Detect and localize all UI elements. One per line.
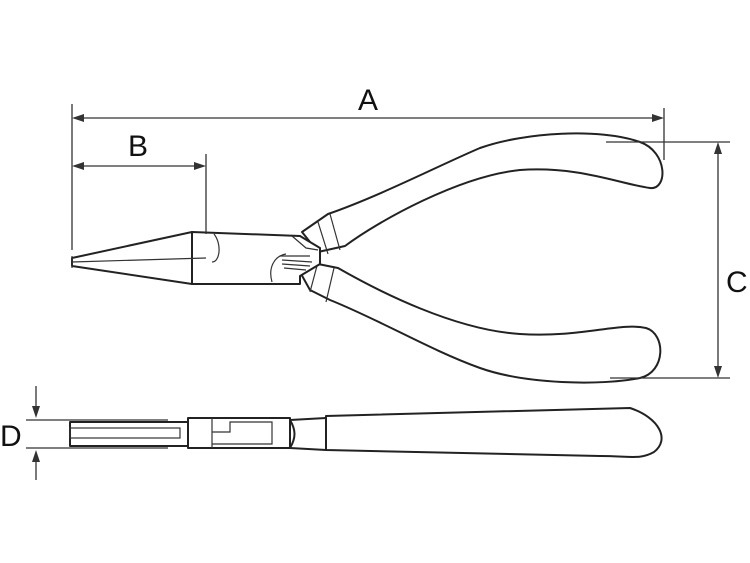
dimension-a: A	[71, 84, 665, 250]
lower-handle	[299, 263, 662, 384]
joint-step	[291, 235, 319, 251]
side-body-step	[211, 418, 273, 448]
side-handle	[325, 407, 663, 458]
pliers-side-view	[69, 407, 663, 458]
dimension-label-a: A	[358, 84, 378, 117]
side-jaw	[69, 421, 189, 447]
dimension-d: D	[0, 386, 168, 480]
side-collar	[289, 417, 327, 451]
upper-grip-edge	[329, 213, 341, 251]
dimension-b: B	[72, 130, 207, 234]
dimension-c: C	[606, 141, 748, 379]
side-jaw-slot	[69, 427, 181, 439]
dimension-label-b: B	[128, 130, 148, 163]
joint-spring	[280, 255, 313, 271]
jaw-split-line	[71, 257, 207, 263]
upper-collar	[317, 221, 329, 255]
dimension-label-d: D	[0, 420, 22, 453]
joint-detail-ring	[270, 253, 287, 283]
pliers-top-view	[71, 132, 664, 384]
lower-grip-edge	[325, 267, 335, 303]
jaw-nose	[71, 231, 193, 285]
joint-detail-upper	[211, 233, 220, 263]
joint-body	[191, 231, 321, 285]
dimension-label-c: C	[726, 266, 748, 299]
upper-handle	[301, 132, 664, 253]
